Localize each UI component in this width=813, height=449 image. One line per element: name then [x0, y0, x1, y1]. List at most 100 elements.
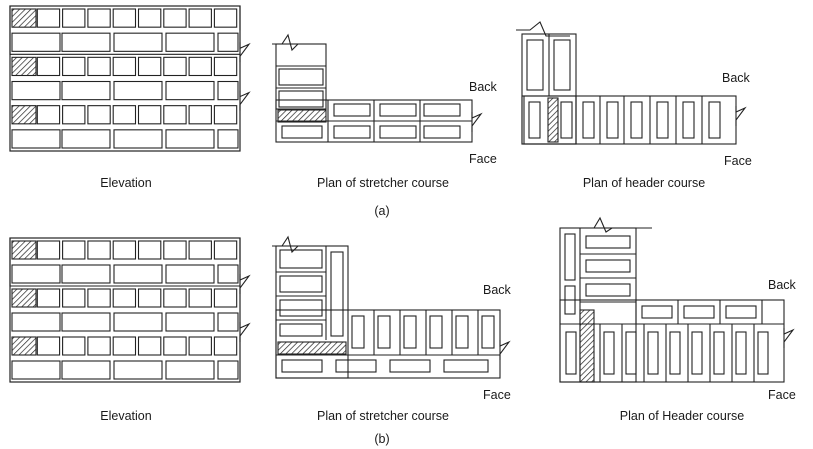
- stretcher-brick: [113, 360, 163, 380]
- header-brick: [87, 240, 111, 260]
- stretcher-brick: [683, 305, 715, 319]
- stretcher-brick: [113, 129, 163, 149]
- stretcher-course-plan-a: [272, 33, 483, 143]
- hatched-closer-brick: [11, 336, 37, 356]
- header-brick: [87, 8, 111, 28]
- header-brick: [213, 336, 238, 356]
- header-plan-wall-outline: [559, 299, 785, 383]
- stretcher-brick: [278, 68, 324, 86]
- header-brick: [188, 56, 212, 77]
- stretcher-course-label-b: Plan of stretcher course: [316, 409, 450, 423]
- header-brick: [647, 331, 659, 375]
- header-brick: [62, 105, 86, 125]
- stretcher-brick: [165, 312, 215, 332]
- stretcher-course-plan-b: [272, 235, 511, 379]
- stretcher-brick: [165, 32, 215, 52]
- elevation-outline: [9, 5, 241, 152]
- header-brick: [112, 56, 137, 77]
- hatched-closer-brick: [277, 341, 347, 355]
- header-brick: [213, 240, 238, 260]
- header-brick: [188, 8, 212, 28]
- header-brick: [669, 331, 681, 375]
- header-brick: [112, 240, 137, 260]
- stretcher-brick: [279, 299, 323, 317]
- stretcher-brick: [11, 360, 61, 380]
- stretcher-brick: [113, 264, 163, 284]
- stretcher-plan-wing-outline: [275, 43, 327, 110]
- header-brick: [757, 331, 769, 375]
- stretcher-brick: [279, 323, 323, 337]
- header-brick: [188, 105, 212, 125]
- header-brick: [112, 336, 137, 356]
- header-brick: [708, 101, 721, 139]
- header-brick: [62, 288, 86, 308]
- hatched-closer-brick: [11, 105, 37, 125]
- header-brick: [62, 240, 86, 260]
- stretcher-brick: [113, 32, 163, 52]
- elevation-break-lower: [239, 322, 251, 342]
- break-right: [471, 112, 483, 132]
- stretcher-brick: [165, 129, 215, 149]
- hatched-closer-brick: [11, 240, 37, 260]
- header-brick: [735, 331, 747, 375]
- header-brick: [87, 105, 111, 125]
- stretcher-brick: [61, 129, 111, 149]
- stretcher-brick: [217, 312, 239, 332]
- panel-label-a: (a): [374, 204, 390, 218]
- elevation-outline-top: [9, 5, 241, 55]
- stretcher-brick: [61, 360, 111, 380]
- header-course-label-b: Plan of Header course: [619, 409, 745, 423]
- stretcher-brick: [335, 359, 377, 373]
- stretcher-brick: [281, 125, 323, 139]
- header-brick: [606, 101, 619, 139]
- header-brick: [656, 101, 669, 139]
- header-course-plan-a: [516, 21, 747, 145]
- header-brick: [565, 331, 577, 375]
- stretcher-brick: [165, 80, 215, 101]
- elevation-b: [9, 237, 251, 383]
- elevation-outline-top: [9, 237, 241, 287]
- header-brick: [564, 233, 576, 281]
- stretcher-brick: [423, 103, 461, 117]
- header-brick: [62, 8, 86, 28]
- header-brick: [36, 240, 61, 260]
- hatched-closer-brick: [11, 56, 37, 77]
- header-brick: [188, 240, 212, 260]
- header-brick: [112, 288, 137, 308]
- header-brick: [62, 336, 86, 356]
- header-brick: [625, 331, 637, 375]
- stretcher-brick: [217, 32, 239, 52]
- stretcher-brick: [443, 359, 489, 373]
- stretcher-brick: [333, 103, 371, 117]
- hatched-closer-brick: [11, 288, 37, 308]
- header-brick: [87, 336, 111, 356]
- header-brick: [455, 315, 469, 349]
- stretcher-brick: [423, 125, 461, 139]
- stretcher-brick: [11, 32, 61, 52]
- header-brick: [163, 105, 187, 125]
- header-brick: [351, 315, 365, 349]
- header-brick: [213, 56, 238, 77]
- header-brick: [213, 288, 238, 308]
- stretcher-brick: [11, 129, 61, 149]
- header-brick: [188, 288, 212, 308]
- header-plan-wing-outline: [559, 227, 637, 383]
- header-brick: [691, 331, 703, 375]
- break-top: [272, 235, 299, 254]
- header-brick: [163, 8, 187, 28]
- stretcher-brick: [279, 249, 323, 269]
- header-course-label-a: Plan of header course: [582, 176, 706, 190]
- stretcher-brick: [278, 90, 324, 108]
- elevation-outline: [9, 237, 241, 383]
- elevation-break-lower: [239, 90, 251, 111]
- stretcher-brick: [725, 305, 757, 319]
- stretcher-brick: [11, 264, 61, 284]
- panel-label-b: (b): [374, 432, 390, 446]
- stretcher-brick: [11, 312, 61, 332]
- header-brick: [137, 336, 162, 356]
- elevation-break-upper: [239, 274, 251, 294]
- back-label-header-a: Back: [722, 71, 750, 85]
- stretcher-brick: [217, 264, 239, 284]
- header-brick: [163, 56, 187, 77]
